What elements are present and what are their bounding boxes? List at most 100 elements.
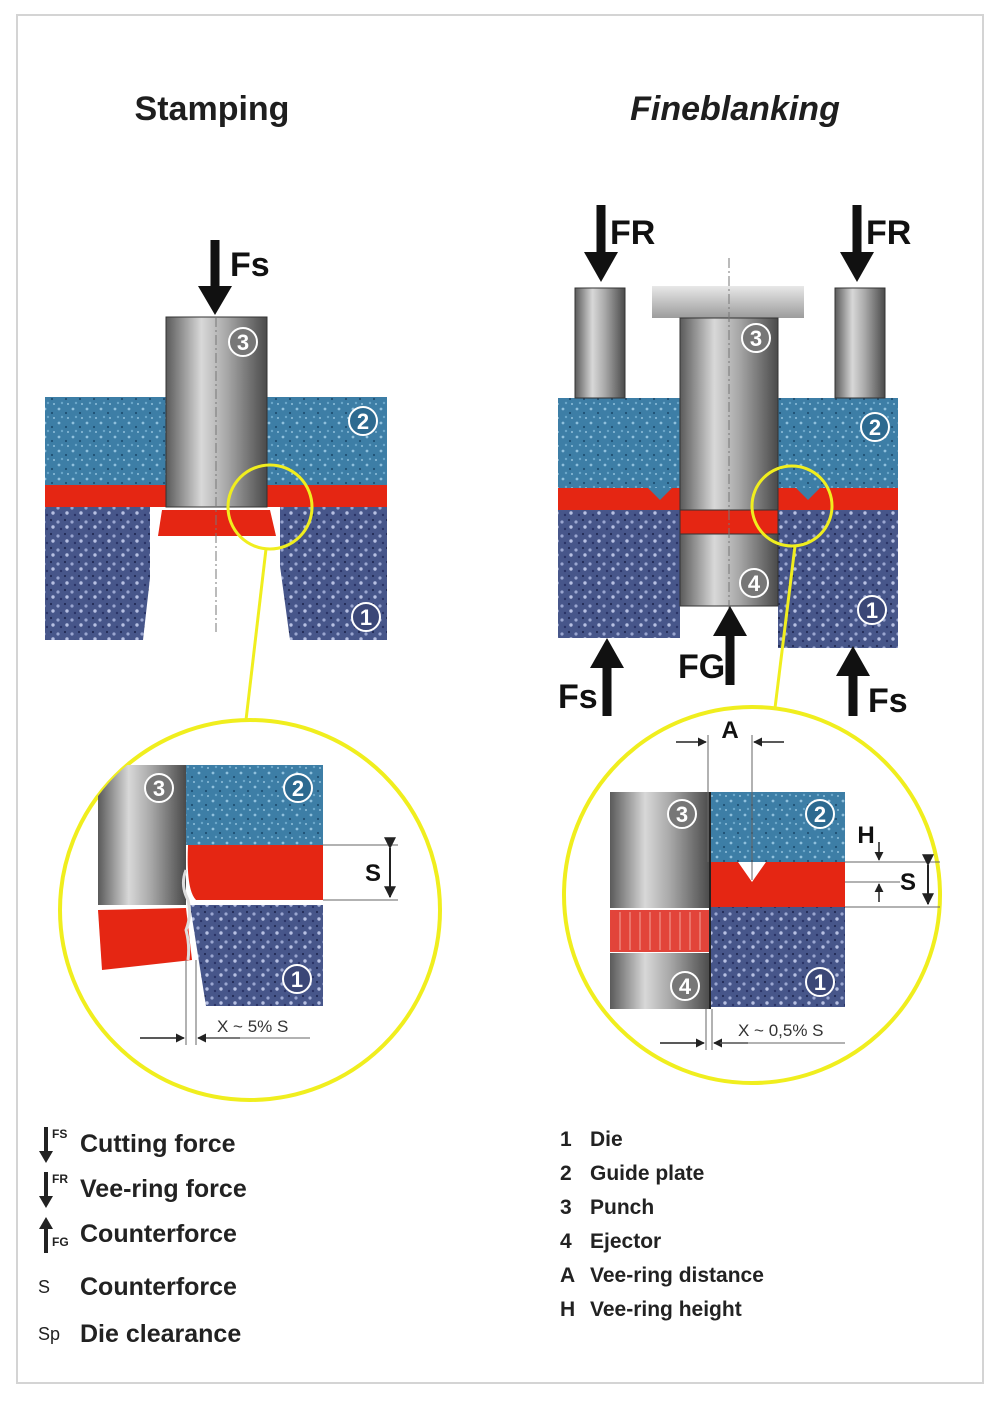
- sheet-strip: [710, 862, 845, 907]
- clearance-left-label: X ~ 5% S: [217, 1017, 288, 1036]
- cutting-force-arrowhead-right: [836, 646, 870, 676]
- legend-label: Vee-ring distance: [590, 1264, 764, 1287]
- detail-connector: [244, 548, 268, 721]
- detail-highlight: [750, 464, 834, 548]
- punch-number: 3: [750, 326, 762, 351]
- guide-plate-badge: [860, 412, 890, 442]
- legend-label: Ejector: [590, 1230, 662, 1253]
- sheet-strip-left: [558, 488, 680, 510]
- force-legend: FS Cutting force FR Vee-ring force FG Co…: [38, 1125, 358, 1365]
- stamping-detail: 3 2 1 S X ~ 5% S: [58, 718, 442, 1102]
- legend-key: H: [560, 1298, 576, 1321]
- a-label: A: [721, 717, 738, 744]
- cutting-force-arrowhead: [198, 286, 232, 315]
- pressure-pin-right: [834, 287, 886, 399]
- detail-connector: [773, 545, 797, 709]
- legend-label: Guide plate: [590, 1162, 705, 1185]
- parts-legend: 1 Die 2 Guide plate 3 Punch 4 Ejector A …: [560, 1128, 890, 1338]
- die-number: 1: [814, 970, 826, 995]
- vee-ring-force-label-left: FR: [610, 214, 655, 252]
- punch-badge: [228, 327, 258, 357]
- ejector-number: 4: [679, 974, 692, 999]
- punch-badge: [144, 773, 174, 803]
- guide-plate-badge: [348, 406, 378, 436]
- counterforce-arrowhead: [713, 606, 747, 636]
- vee-ring-force-arrowhead-left: [584, 252, 618, 282]
- legend-cutting-force: FS Cutting force: [38, 1125, 236, 1163]
- die-badge: [857, 595, 887, 625]
- guide-plate-number: 2: [814, 802, 826, 827]
- punch-number: 3: [153, 776, 165, 801]
- die-right: [778, 510, 898, 648]
- legend-label: Counterforce: [80, 1219, 237, 1248]
- cutting-force-label: Fs: [230, 246, 270, 284]
- legend-guide-plate: 2 Guide plate: [560, 1162, 704, 1186]
- legend-key: A: [560, 1264, 576, 1287]
- figure-frame: [16, 14, 984, 1384]
- legend-vee-ring-distance: A Vee-ring distance: [560, 1264, 764, 1288]
- punch-badge: [741, 323, 771, 353]
- legend-symbol: FG: [52, 1235, 69, 1249]
- cutting-force-label-left: Fs: [558, 678, 598, 716]
- stamping-assembly: 3 2 1 Fs: [45, 240, 387, 721]
- legend-key: 4: [560, 1230, 572, 1253]
- die-badge: [282, 964, 312, 994]
- vee-ring-force-arrowhead-right: [840, 252, 874, 282]
- pressure-pin-left: [574, 287, 626, 399]
- legend-symbol: FS: [52, 1127, 68, 1141]
- die-left: [558, 510, 680, 638]
- guide-plate-number: 2: [292, 776, 304, 801]
- vee-ring-right: [796, 488, 820, 500]
- legend-key: 2: [560, 1162, 572, 1185]
- guide-plate-number: 2: [357, 409, 369, 434]
- legend-vee-ring-force: FR Vee-ring force: [38, 1170, 247, 1208]
- detail-highlight: [226, 463, 314, 551]
- legend-punch: 3 Punch: [560, 1196, 654, 1220]
- up-arrow-icon: FG: [38, 1215, 80, 1253]
- legend-vee-ring-height: H Vee-ring height: [560, 1298, 742, 1322]
- guide-plate-badge: [805, 799, 835, 829]
- legend-label: Vee-ring force: [80, 1174, 247, 1203]
- down-arrow-icon: FR: [38, 1170, 80, 1208]
- sheet-strip-right: [778, 488, 898, 510]
- clearance-right-label: X ~ 0,5% S: [738, 1021, 824, 1040]
- down-arrow-icon: FS: [38, 1125, 80, 1163]
- legend-label: Counterforce: [80, 1273, 237, 1301]
- legend-label: Cutting force: [80, 1129, 236, 1158]
- legend-key: 3: [560, 1196, 572, 1219]
- stamping-title: Stamping: [135, 90, 290, 128]
- legend-label: Punch: [590, 1196, 655, 1219]
- guide-plate-badge: [283, 773, 313, 803]
- vee-ring-force-label-right: FR: [866, 214, 911, 252]
- blanked-slug: [98, 908, 192, 970]
- die-badge: [351, 602, 381, 632]
- fracture-edge: [181, 869, 192, 961]
- punch-number: 3: [676, 802, 688, 827]
- punch-number: 3: [237, 330, 249, 355]
- sheet-strip: [187, 845, 323, 900]
- legend-ejector: 4 Ejector: [560, 1230, 661, 1254]
- legend-label: Vee-ring height: [590, 1298, 742, 1321]
- legend-sp: Sp Die clearance: [38, 1320, 241, 1349]
- vee-ring-left: [648, 488, 672, 500]
- s-label: S: [900, 869, 916, 896]
- legend-key: 1: [560, 1128, 572, 1151]
- legend-symbol: FR: [52, 1172, 68, 1186]
- cutting-force-arrowhead-left: [590, 638, 624, 668]
- ejector-badge: [670, 971, 700, 1001]
- ejector-badge: [739, 568, 769, 598]
- blank-hatching: [619, 912, 701, 950]
- legend-die: 1 Die: [560, 1128, 623, 1152]
- s-label: S: [365, 860, 381, 887]
- cutting-force-label-right: Fs: [868, 682, 908, 720]
- top-plate: [652, 286, 804, 318]
- legend-symbol: S: [38, 1277, 51, 1297]
- die-badge: [805, 967, 835, 997]
- guide-plate-number: 2: [869, 415, 881, 440]
- legend-s: S Counterforce: [38, 1273, 237, 1302]
- ejector-number: 4: [748, 571, 761, 596]
- die-number: 1: [291, 967, 303, 992]
- die-number: 1: [866, 598, 878, 623]
- h-label: H: [857, 822, 874, 849]
